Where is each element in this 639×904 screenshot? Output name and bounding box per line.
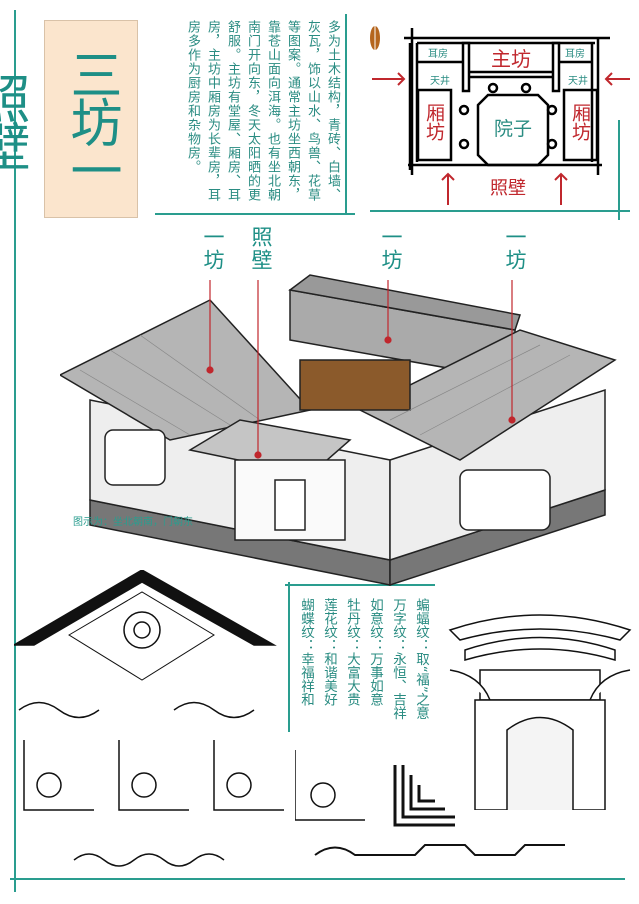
page-title: 三坊一照壁 [0,48,121,192]
label-wing-right: 一坊 [503,226,527,272]
more-patterns [295,750,565,856]
plan-main: 主坊 [491,47,531,71]
compass-icon [370,26,380,50]
decorative-patterns [14,570,284,867]
plan-well-left: 天井 [430,74,450,87]
divider-plan [618,120,620,220]
label-screen-wall: 照壁 [249,226,273,272]
pattern-swastika: 万字纹：永恒、吉祥 [390,598,406,720]
divider-text [345,14,347,214]
plan-wing-left: 厢坊 [423,103,445,141]
frame-line-bottom [10,878,625,880]
pattern-peony: 牡丹纹：大富大贵 [344,598,360,706]
divider-plan-bottom [370,210,630,212]
plan-well-right: 天井 [568,74,588,87]
plan-ear-right: 耳房 [565,47,585,60]
gate-illustration [448,614,632,810]
divider-patterns-top [285,584,435,586]
pattern-ruyi: 如意纹：万事如意 [367,598,383,706]
divider-patterns [288,582,290,732]
pattern-butterfly: 蝴蝶纹：幸福祥和 [298,598,314,706]
pattern-meanings: 蝙蝠纹：取“福”之意 万字纹：永恒、吉祥 如意纹：万事如意 牡丹纹：大富大贵 莲… [292,598,432,748]
plan-yard: 院子 [494,118,532,140]
divider-text-bottom [155,213,355,215]
title-box: 三坊一照壁 [0,20,138,218]
plan-wing-right: 厢坊 [569,103,591,141]
plan-screen: 照壁 [490,178,526,199]
courtyard-house-illustration [60,274,617,587]
pattern-bat: 蝙蝠纹：取“福”之意 [413,598,429,720]
label-main: 一坊 [379,226,403,272]
description-text: 多为土木结构，青砖、白墙、灰瓦，饰以山水、鸟兽、花草等图案。通常主坊坐西朝东，靠… [185,20,340,202]
plan-ear-left: 耳房 [428,47,448,60]
illustration-caption: 图示为：坐北朝南，门朝东 [73,517,193,528]
floor-plan-drawing: 耳房 耳房 主坊 天井 天井 厢坊 厢坊 院子 照壁 [370,26,630,205]
frame-line-left [14,10,16,892]
floor-plan: 耳房 耳房 主坊 天井 天井 厢坊 厢坊 院子 照壁 [360,10,630,210]
label-wing-left: 一坊 [201,226,225,272]
corner-bracket-patterns [23,740,284,811]
pattern-lotus: 莲花纹：和谐美好 [321,598,337,706]
